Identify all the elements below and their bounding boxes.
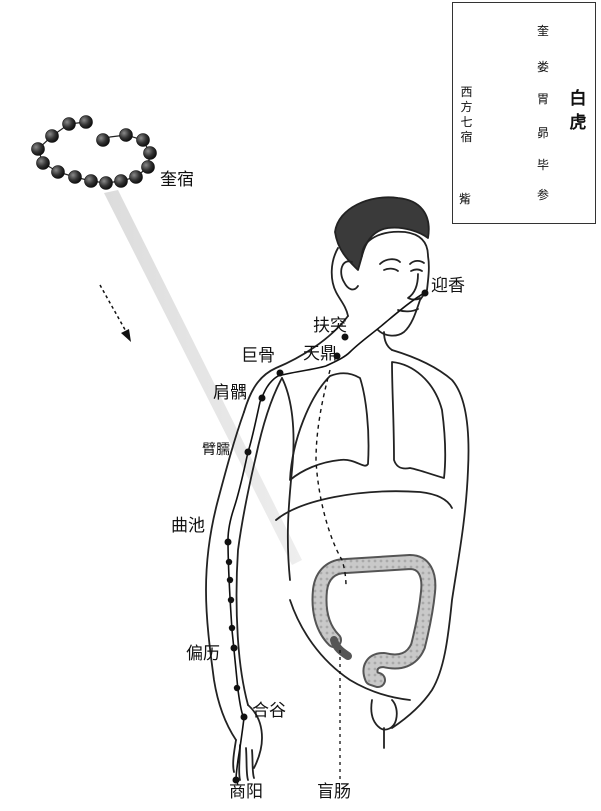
kui-constellation (31, 115, 157, 190)
acupoint-dot-quchi (224, 538, 232, 546)
acupoint-dots (224, 289, 429, 784)
acupoint-dot-jugu (276, 369, 284, 377)
acupoint-dot-hegu (240, 713, 248, 721)
acupoint-label-shangyang: 商阳 (229, 782, 263, 802)
acupoint-label-jianyu: 肩髃 (213, 383, 247, 403)
acupoint-label-tianding: 天鼎 (303, 344, 337, 364)
legend-mansion-mao: 昴 (537, 126, 550, 140)
acupoint-label-hegu: 合谷 (252, 701, 286, 721)
legend-mansion-lou: 娄 (537, 60, 550, 74)
legend-mansion-zi: 觜 (459, 192, 472, 206)
human-figure (205, 196, 470, 781)
legend-mansion-wei: 胃 (537, 92, 550, 106)
dotted-arrow (99, 284, 131, 342)
colon (311, 554, 437, 688)
acupoint-dot-binao (244, 448, 252, 456)
acupoint-dot-jianyu (258, 394, 266, 402)
legend-title: 白虎 (569, 89, 587, 133)
legend-mansion-kui: 奎 (537, 24, 550, 38)
acupoint-dot-futu (341, 333, 349, 341)
acupoint-dot-pianli (230, 644, 238, 652)
acupoint-label-futu: 扶突 (313, 316, 347, 336)
constellation-label-kui: 奎宿 (160, 170, 194, 190)
acupoint-dot-tianding (333, 352, 341, 360)
legend-group-label: 西方七宿 (460, 85, 473, 144)
acupoint-label-yingxiang: 迎香 (431, 276, 465, 296)
legend-mansion-shen: 参 (537, 188, 550, 202)
acupoint-label-pianli: 偏历 (186, 644, 220, 664)
legend-mansion-bi: 毕 (537, 158, 550, 172)
acupoint-label-jugu: 巨骨 (241, 346, 275, 366)
acupoint-label-binao: 臂臑 (202, 442, 230, 458)
acupoint-label-quchi: 曲池 (171, 516, 205, 536)
legend-panel: 西方七宿 奎 娄 胃 昴 毕 参 觜 白虎 (452, 2, 596, 224)
light-beam (104, 190, 302, 565)
acupoint-dot-yingxiang (421, 289, 429, 297)
organ-label-cecum: 盲肠 (317, 782, 351, 802)
acupoint-dot-shangyang (232, 776, 240, 784)
